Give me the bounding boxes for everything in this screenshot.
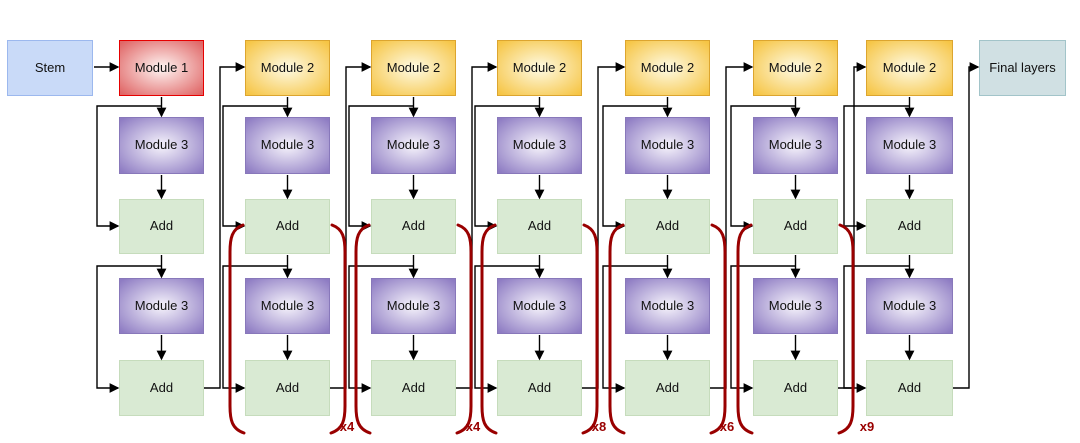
node-module3: Module 3 <box>625 278 710 334</box>
node-module3: Module 3 <box>497 117 582 174</box>
node-add: Add <box>753 199 838 254</box>
node-module3: Module 3 <box>119 278 204 334</box>
node-add: Add <box>371 199 456 254</box>
node-add: Add <box>625 199 710 254</box>
node-module3: Module 3 <box>625 117 710 174</box>
node-module3: Module 3 <box>245 278 330 334</box>
node-add: Add <box>371 360 456 416</box>
repeat-brace-open <box>354 223 372 435</box>
repeat-count-label: x4 <box>339 419 355 434</box>
connector-arrow <box>204 62 246 389</box>
node-stem: Stem <box>7 40 93 96</box>
node-add: Add <box>119 360 204 416</box>
connector-arrow <box>456 62 498 389</box>
node-module3: Module 3 <box>371 117 456 174</box>
node-module2: Module 2 <box>753 40 838 96</box>
node-module3: Module 3 <box>866 278 953 334</box>
node-add: Add <box>119 199 204 254</box>
repeat-brace-close <box>329 223 347 435</box>
node-module3: Module 3 <box>245 117 330 174</box>
node-module2: Module 2 <box>497 40 582 96</box>
repeat-brace-close <box>709 223 727 435</box>
connector-arrow <box>330 62 372 389</box>
node-module2: Module 2 <box>371 40 456 96</box>
node-module3: Module 3 <box>866 117 953 174</box>
repeat-brace-open <box>736 223 754 435</box>
repeat-count-label: x9 <box>859 419 875 434</box>
node-module3: Module 3 <box>371 278 456 334</box>
node-add: Add <box>866 199 953 254</box>
connector-arrow <box>582 62 626 389</box>
node-module2: Module 2 <box>866 40 953 96</box>
node-module3: Module 3 <box>753 278 838 334</box>
node-module1: Module 1 <box>119 40 204 96</box>
node-module2: Module 2 <box>625 40 710 96</box>
repeat-brace-close <box>837 223 855 435</box>
repeat-brace-open <box>228 223 246 435</box>
connector-arrow <box>953 62 980 389</box>
node-add: Add <box>245 360 330 416</box>
node-add: Add <box>753 360 838 416</box>
repeat-count-label: x6 <box>719 419 735 434</box>
node-add: Add <box>245 199 330 254</box>
repeat-count-label: x4 <box>465 419 481 434</box>
node-module2: Module 2 <box>245 40 330 96</box>
repeat-brace-close <box>455 223 473 435</box>
repeat-brace-open <box>608 223 626 435</box>
node-add: Add <box>866 360 953 416</box>
node-add: Add <box>497 360 582 416</box>
node-add: Add <box>625 360 710 416</box>
node-final: Final layers <box>979 40 1066 96</box>
connector-arrow <box>838 62 867 389</box>
repeat-brace-close <box>581 223 599 435</box>
node-add: Add <box>497 199 582 254</box>
repeat-count-label: x8 <box>591 419 607 434</box>
repeat-brace-open <box>480 223 498 435</box>
connector-arrow <box>710 62 754 389</box>
node-module3: Module 3 <box>497 278 582 334</box>
node-module3: Module 3 <box>753 117 838 174</box>
node-module3: Module 3 <box>119 117 204 174</box>
